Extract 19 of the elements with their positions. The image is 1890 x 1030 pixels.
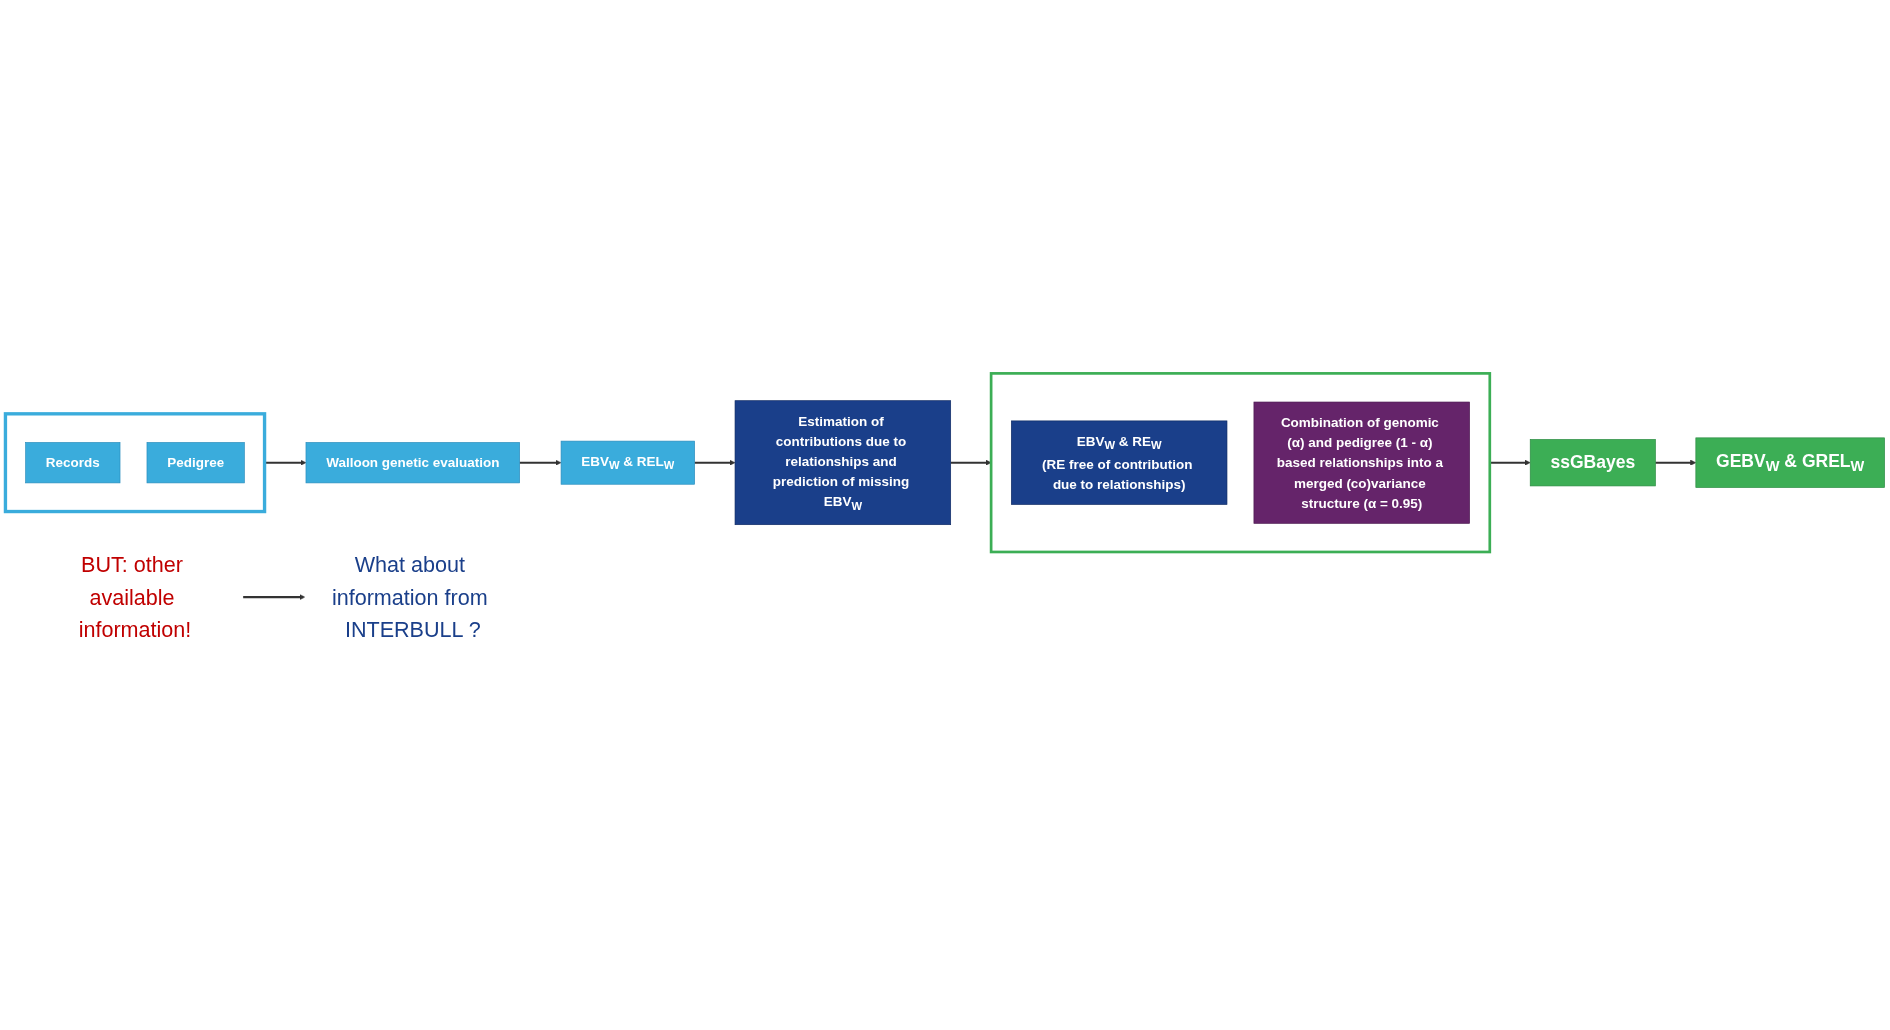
node-box: Combination of genomic (α) and pedigree (1 - α) based relationships into a merged (co)variance structure (α = 0.95) bbox=[1253, 402, 1470, 525]
node-box: ssGBayes bbox=[1529, 439, 1656, 487]
node-text: BUT: other available information! bbox=[78, 553, 192, 643]
arrow bbox=[694, 460, 736, 467]
arrow bbox=[1489, 460, 1531, 467]
arrow bbox=[1655, 460, 1697, 467]
node-text: What about information from INTERBULL ? bbox=[331, 553, 488, 643]
node-box: Records bbox=[25, 442, 121, 484]
cluster bbox=[3, 412, 267, 514]
arrow bbox=[242, 594, 306, 601]
cluster bbox=[989, 372, 1492, 554]
node-box: Estimation of contributions due to relationships and prediction of missing EBV$_{W}$ bbox=[734, 400, 951, 526]
arrow bbox=[950, 460, 992, 467]
node-box: EBV$_{W}$ & RE$_{W}$ (RE free of contribution due to relationships) bbox=[1011, 421, 1228, 506]
node-box: EBV$_{W}$ & REL$_{W}$ bbox=[560, 441, 695, 485]
arrow bbox=[519, 460, 562, 467]
node-box: Pedigree bbox=[146, 442, 245, 484]
node-box: Walloon genetic evaluation bbox=[305, 442, 520, 484]
node-box: GEBV$_{W}$ & GREL$_{W}$ bbox=[1695, 437, 1885, 489]
